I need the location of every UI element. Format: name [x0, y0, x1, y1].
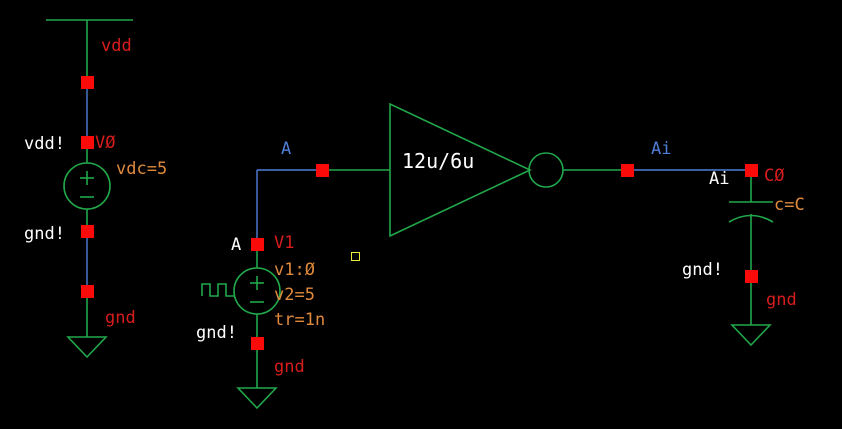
- pin-label-vdd: vdd!: [24, 134, 65, 154]
- parameter-label-v0[interactable]: vdc=5: [116, 159, 168, 179]
- inverter-bubble: [528, 152, 564, 188]
- pin-square-inverter-output[interactable]: [621, 164, 634, 177]
- net-label-vdd: vdd: [101, 36, 132, 56]
- instance-label-v1[interactable]: V1: [274, 233, 295, 253]
- ground-symbol-left: [66, 336, 108, 359]
- parameter-label-v1-v2[interactable]: v2=5: [274, 285, 315, 305]
- net-label-a-top: A: [281, 139, 292, 159]
- c0-gnd-branch: [730, 283, 772, 347]
- instance-label-c0[interactable]: CØ: [764, 166, 785, 186]
- net-label-ai-top: Ai: [651, 139, 672, 159]
- instance-label-inverter[interactable]: 12u/6u: [402, 149, 475, 173]
- parameter-label-v1-tr[interactable]: tr=1n: [274, 310, 326, 330]
- parameter-label-c0[interactable]: c=C: [774, 195, 805, 215]
- v0-circle: [63, 162, 111, 210]
- parameter-label-v1-v1[interactable]: v1:Ø: [274, 260, 315, 280]
- v0-gnd-branch: [66, 209, 108, 359]
- c0-capacitor-symbol: [728, 177, 774, 270]
- pin-label-gnd-right: gnd!: [682, 260, 723, 280]
- pin-label-a: A: [231, 235, 242, 255]
- net-label-gnd-mid: gnd: [274, 357, 305, 377]
- pin-square-v0-positive[interactable]: [81, 136, 94, 149]
- v0-source-symbol: [63, 162, 111, 210]
- ground-symbol-right: [730, 324, 772, 347]
- net-label-gnd-right: gnd: [766, 290, 797, 310]
- net-a-group: [256, 169, 390, 268]
- pin-square-v0-negative[interactable]: [81, 225, 94, 238]
- pin-square-vdd-upper[interactable]: [81, 76, 94, 89]
- inverter-triangle: [389, 102, 532, 238]
- pin-label-ai: Ai: [709, 169, 730, 189]
- pin-square-gnd-left[interactable]: [81, 285, 94, 298]
- net-label-gnd-left: gnd: [105, 308, 136, 328]
- selection-marker[interactable]: [351, 252, 360, 261]
- ground-symbol-mid: [236, 387, 278, 410]
- pin-label-gnd-mid: gnd!: [196, 323, 237, 343]
- pin-square-c0-bottom[interactable]: [745, 270, 758, 283]
- pin-label-gnd-left: gnd!: [24, 224, 65, 244]
- pin-square-c0-top[interactable]: [745, 164, 758, 177]
- v1-gnd-branch: [236, 314, 278, 410]
- pin-square-inverter-input[interactable]: [316, 164, 329, 177]
- pulse-waveform-icon: [201, 283, 234, 297]
- pin-square-v1-positive[interactable]: [251, 238, 264, 251]
- pin-square-v1-negative[interactable]: [251, 337, 264, 350]
- instance-label-v0[interactable]: VØ: [95, 133, 116, 153]
